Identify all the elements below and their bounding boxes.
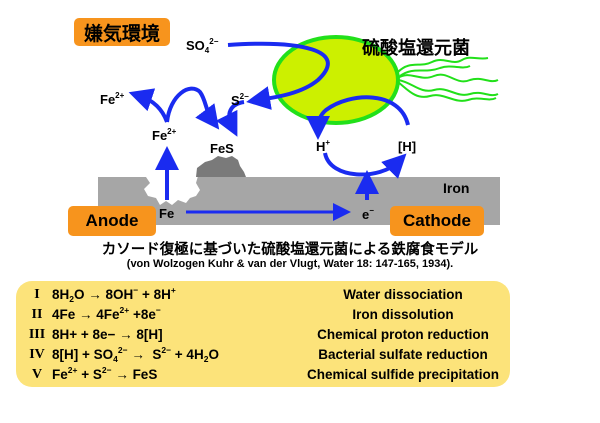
hydrogen-uptake-arrow bbox=[306, 95, 410, 140]
bacteria-label: 硫酸塩還元菌 bbox=[362, 38, 470, 58]
reaction-description: Chemical sulfide precipitation bbox=[306, 367, 500, 382]
caption-reference: (von Wolzogen Kuhr & van der Vlugt, Wate… bbox=[126, 258, 454, 270]
reaction-row: III 8H+ + 8e− → 8[H] Chemical proton red… bbox=[16, 327, 510, 347]
proton-reduction-arrow bbox=[323, 152, 407, 179]
flagella bbox=[397, 56, 499, 102]
sulfide-label: S2− bbox=[231, 92, 249, 109]
ferrous-ion-mid-label: Fe2+ bbox=[152, 127, 177, 144]
reaction-row: IV 8[H] + SO42− → S2− + 4H2O Bacterial s… bbox=[16, 345, 510, 367]
iron-label: Iron bbox=[443, 180, 470, 196]
reaction-numeral: II bbox=[31, 307, 43, 322]
ferrous-to-fes-arrow bbox=[165, 86, 220, 130]
reaction-equation: 4Fe → 4Fe2+ +8e− bbox=[52, 305, 161, 322]
ferrous-ion-left-label: Fe2+ bbox=[100, 91, 125, 108]
ferrous-release-arrow bbox=[128, 88, 169, 123]
reaction-equations-box: I 8H2O → 8OH− + 8H+ Water dissociation I… bbox=[16, 281, 510, 387]
fe-label: Fe bbox=[159, 206, 175, 221]
reaction-numeral: I bbox=[34, 287, 40, 302]
reaction-equation: Fe2+ + S2− → FeS bbox=[52, 365, 158, 382]
reaction-numeral: IV bbox=[29, 347, 45, 362]
sulfide-to-fes-arrow bbox=[215, 100, 245, 137]
reaction-equation: 8[H] + SO42− → S2− + 4H2O bbox=[52, 345, 219, 364]
reaction-numeral: V bbox=[31, 367, 43, 382]
reaction-description: Water dissociation bbox=[343, 287, 463, 302]
environment-tag: 嫌気環境 bbox=[74, 18, 170, 46]
fes-label: FeS bbox=[210, 141, 234, 156]
reaction-row: II 4Fe → 4Fe2+ +8e− Iron dissolution bbox=[16, 305, 510, 327]
reaction-description: Chemical proton reduction bbox=[317, 327, 489, 342]
cathode-tag: Cathode bbox=[390, 206, 484, 236]
reaction-numeral: III bbox=[28, 327, 46, 342]
anode-tag: Anode bbox=[68, 206, 156, 236]
fes-deposit bbox=[196, 156, 246, 177]
sulfate-reduction-arrow bbox=[227, 41, 330, 110]
atomic-hydrogen-label: [H] bbox=[398, 139, 417, 154]
reaction-description: Iron dissolution bbox=[352, 307, 454, 322]
caption-title: カソード復極に基づいた硫酸塩還元菌による鉄腐食モデル bbox=[101, 242, 479, 258]
reaction-description: Bacterial sulfate reduction bbox=[318, 347, 488, 362]
reaction-equation: 8H+ + 8e− → 8[H] bbox=[52, 327, 163, 342]
anode-pit bbox=[144, 168, 200, 205]
reaction-equation: 8H2O → 8OH− + 8H+ bbox=[52, 285, 176, 304]
reaction-row: V Fe2+ + S2− → FeS Chemical sulfide prec… bbox=[16, 365, 510, 387]
reaction-row: I 8H2O → 8OH− + 8H+ Water dissociation bbox=[16, 285, 510, 307]
electron-label: e− bbox=[362, 206, 374, 223]
proton-label: H+ bbox=[316, 138, 331, 155]
sulfate-label: SO42− bbox=[186, 37, 219, 55]
